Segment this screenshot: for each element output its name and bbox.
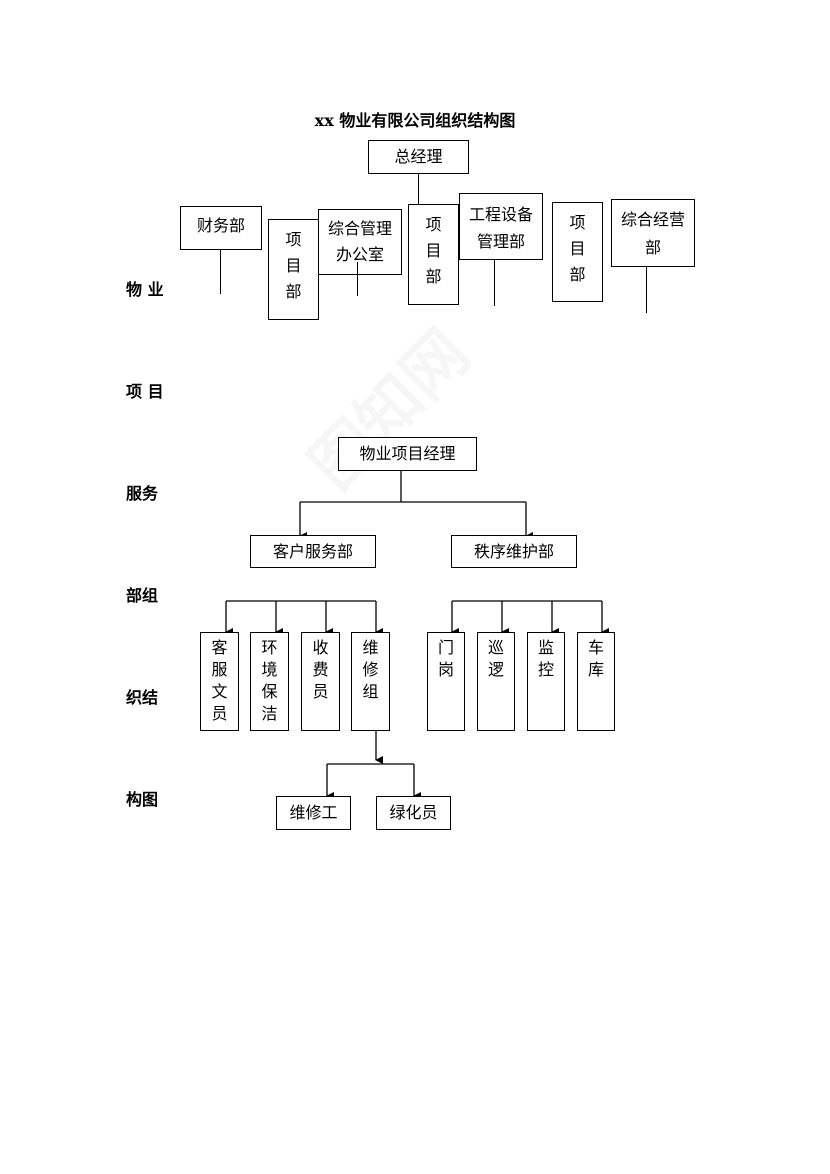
engineering-dept-label: 工程设备 [468, 205, 533, 224]
admin-office-box: 综合管理 办公室 [318, 209, 402, 275]
box-char: 境 [261, 660, 278, 679]
box-char: 组 [362, 682, 379, 701]
project-dept-char: 项 [425, 215, 442, 234]
project-dept-box: 项 目 部 [268, 219, 319, 320]
side-label: 物 业 项 目 服务 部组 织结 构图 [126, 205, 164, 851]
project-dept-char: 部 [569, 265, 586, 284]
connector-line [494, 258, 495, 306]
page-title: xx 物业有限公司组织结构图 [314, 111, 516, 130]
engineering-dept-box: 工程设备 管理部 [459, 193, 543, 260]
box-char: 修 [362, 660, 379, 679]
box-char: 控 [537, 660, 554, 679]
admin-office-label: 办公室 [335, 245, 384, 264]
patrol-box: 巡 逻 [477, 632, 515, 731]
project-dept-box: 项 目 部 [552, 202, 603, 302]
box-char: 洁 [261, 704, 278, 723]
general-manager-box: 总经理 [368, 140, 469, 174]
greening-box: 绿化员 [376, 796, 451, 830]
box-char: 员 [211, 704, 228, 723]
cashier-box: 收 费 员 [301, 632, 340, 731]
finance-dept-label: 财务部 [196, 216, 245, 235]
project-dept-box: 项 目 部 [408, 204, 459, 305]
connector-line [357, 262, 358, 296]
box-char: 服 [211, 660, 228, 679]
garage-box: 车 库 [577, 632, 615, 731]
admin-office-label: 综合管理 [327, 219, 392, 238]
engineering-dept-label: 管理部 [476, 232, 525, 251]
box-char: 逻 [487, 660, 504, 679]
business-ops-label: 综合经营 [620, 210, 685, 229]
box-char: 费 [312, 660, 329, 679]
box-char: 环 [261, 638, 278, 657]
project-manager-label: 物业项目经理 [359, 444, 456, 463]
finance-dept-box: 财务部 [180, 206, 262, 250]
project-dept-char: 部 [425, 267, 442, 286]
project-dept-char: 项 [285, 230, 302, 249]
order-maintenance-label: 秩序维护部 [473, 542, 554, 561]
project-dept-char: 项 [569, 213, 586, 232]
customer-clerk-box: 客 服 文 员 [200, 632, 239, 731]
box-char: 岗 [437, 660, 454, 679]
box-char: 库 [587, 660, 604, 679]
side-label-line: 服务 [126, 484, 159, 503]
box-char: 监 [537, 638, 554, 657]
monitoring-box: 监 控 [527, 632, 565, 731]
repairman-box: 维修工 [276, 796, 351, 830]
box-char: 保 [261, 682, 278, 701]
connector-line [418, 170, 419, 216]
project-manager-box: 物业项目经理 [338, 437, 477, 471]
box-char: 文 [211, 682, 228, 701]
box-char: 员 [312, 682, 329, 701]
cleaning-box: 环 境 保 洁 [250, 632, 289, 731]
side-label-line: 部组 [126, 586, 159, 605]
project-dept-char: 目 [425, 241, 442, 260]
side-label-line: 物 业 [126, 280, 164, 299]
box-char: 门 [437, 638, 454, 657]
repairman-label: 维修工 [289, 803, 338, 822]
business-ops-label: 部 [644, 238, 661, 257]
gate-guard-box: 门 岗 [427, 632, 465, 731]
side-label-line: 构图 [126, 790, 159, 809]
general-manager-label: 总经理 [394, 147, 443, 166]
repair-group-box: 维 修 组 [351, 632, 390, 731]
project-dept-char: 部 [285, 282, 302, 301]
side-label-line: 织结 [126, 688, 159, 707]
box-char: 客 [211, 638, 228, 657]
box-char: 维 [362, 638, 379, 657]
project-dept-char: 目 [285, 256, 302, 275]
project-dept-char: 目 [569, 239, 586, 258]
business-ops-box: 综合经营 部 [611, 199, 695, 267]
greening-label: 绿化员 [389, 803, 438, 822]
side-label-line: 项 目 [126, 382, 164, 401]
box-char: 收 [312, 638, 329, 657]
box-char: 车 [587, 638, 604, 657]
connector-line [646, 266, 647, 313]
order-maintenance-box: 秩序维护部 [451, 535, 577, 568]
customer-service-box: 客户服务部 [250, 535, 376, 568]
customer-service-label: 客户服务部 [272, 542, 353, 561]
box-char: 巡 [487, 638, 504, 657]
connector-line [220, 250, 221, 294]
